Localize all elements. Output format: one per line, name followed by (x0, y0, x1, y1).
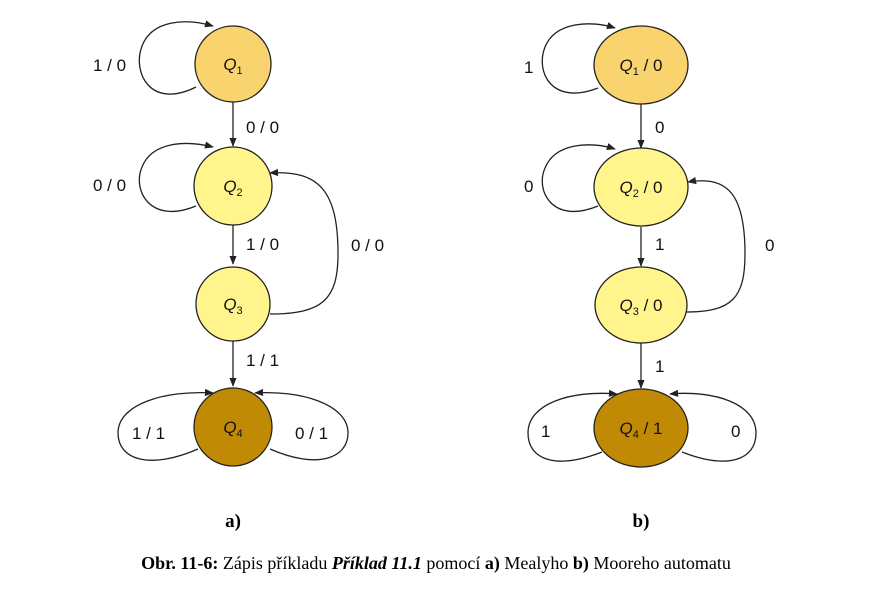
mealy-state-q1: Q1 (194, 25, 272, 103)
moore-label-q4-self-0: 0 (731, 422, 740, 441)
svg-text:Q2 / 0: Q2 / 0 (620, 178, 663, 200)
mealy-edge-q4-self-1 (117, 388, 214, 461)
figure-caption: Obr. 11-6: Zápis příkladu Příklad 11.1 p… (141, 553, 731, 574)
moore-label-q2-q3: 1 (655, 235, 664, 254)
mealy-edge-q4-self-0 (254, 388, 349, 461)
svg-text:Q1 / 0: Q1 / 0 (620, 56, 663, 78)
svg-text:Q3: Q3 (223, 295, 242, 317)
mealy-label-q4-self-1: 1 / 1 (132, 424, 165, 443)
moore-state-q2: Q2 / 0 (593, 147, 689, 227)
mealy-edge-q3-q2 (269, 168, 339, 315)
moore-label-q3-q2: 0 (765, 236, 774, 255)
mealy-diagram: 1 / 0 0 / 0 0 / 0 1 / 0 0 / 0 1 / 1 1 / … (93, 20, 384, 532)
moore-panel-label: b) (633, 511, 650, 532)
mealy-state-q4: Q4 (193, 387, 273, 467)
svg-text:Q2: Q2 (223, 177, 242, 199)
mealy-label-q1-q2: 0 / 0 (246, 118, 279, 137)
mealy-label-q3-q4: 1 / 1 (246, 351, 279, 370)
moore-label-q3-q4: 1 (655, 357, 664, 376)
svg-text:Q3 / 0: Q3 / 0 (620, 296, 663, 318)
mealy-panel-label: a) (225, 511, 241, 532)
mealy-edge-q2-self (138, 141, 214, 213)
moore-label-q2-self: 0 (524, 177, 533, 196)
svg-text:Q4 / 1: Q4 / 1 (620, 419, 663, 441)
mealy-state-q2: Q2 (193, 146, 273, 226)
moore-edge-q4-self-0 (669, 389, 757, 462)
svg-text:Q1: Q1 (223, 55, 242, 77)
mealy-state-q3: Q3 (195, 266, 271, 342)
moore-state-q3: Q3 / 0 (594, 266, 688, 344)
mealy-label-q3-q2: 0 / 0 (351, 236, 384, 255)
moore-edge-q2-self (541, 143, 616, 213)
moore-label-q4-self-1: 1 (541, 422, 550, 441)
svg-text:Q4: Q4 (223, 418, 242, 440)
moore-diagram: 1 0 0 1 0 1 1 0 Q1 / 0 Q2 / 0 Q3 / 0 Q4 … (524, 22, 774, 532)
moore-edge-q1-self (541, 22, 616, 94)
mealy-label-q1-self: 1 / 0 (93, 56, 126, 75)
moore-state-q1: Q1 / 0 (593, 25, 689, 105)
mealy-edge-q1-self (138, 20, 214, 95)
moore-edge-q4-self-1 (527, 389, 618, 462)
moore-label-q1-self: 1 (524, 58, 533, 77)
mealy-label-q2-self: 0 / 0 (93, 176, 126, 195)
mealy-label-q4-self-0: 0 / 1 (295, 424, 328, 443)
moore-label-q1-q2: 0 (655, 118, 664, 137)
mealy-label-q2-q3: 1 / 0 (246, 235, 279, 254)
moore-edge-q3-q2 (685, 177, 746, 313)
moore-state-q4: Q4 / 1 (593, 388, 689, 468)
